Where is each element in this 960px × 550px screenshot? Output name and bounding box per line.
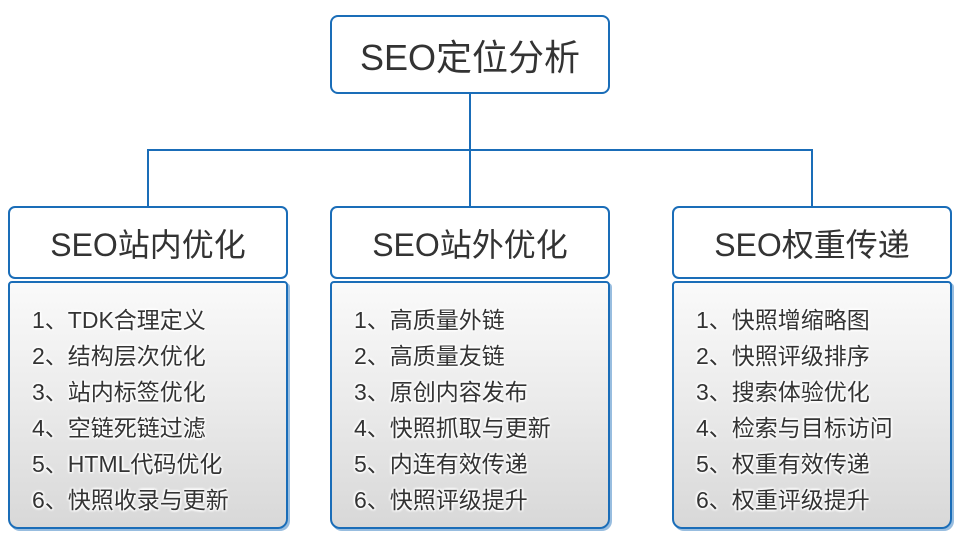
list-item: 2、高质量友链 — [354, 343, 505, 369]
column-2-list-panel: 1、高质量外链 2、高质量友链 3、原创内容发布 4、快照抓取与更新 5、内连有… — [330, 281, 610, 529]
column-3-header: SEO权重传递 — [672, 206, 952, 279]
column-1-item-list: 1、TDK合理定义 2、结构层次优化 3、站内标签优化 4、空链死链过滤 5、H… — [10, 283, 286, 518]
list-item: 3、原创内容发布 — [354, 379, 528, 405]
connector-to-column-1 — [147, 150, 149, 206]
list-item: 2、结构层次优化 — [32, 343, 206, 369]
list-item: 3、搜索体验优化 — [696, 379, 870, 405]
column-1-header-label: SEO站内优化 — [50, 226, 246, 263]
list-item: 5、权重有效传递 — [696, 451, 870, 477]
list-item: 3、站内标签优化 — [32, 379, 206, 405]
connector-horizontal-bus — [147, 149, 813, 151]
connector-to-column-3 — [811, 150, 813, 206]
root-node: SEO定位分析 — [330, 15, 610, 94]
column-3-list-panel: 1、快照增缩略图 2、快照评级排序 3、搜索体验优化 4、检索与目标访问 5、权… — [672, 281, 952, 529]
list-item: 1、TDK合理定义 — [32, 307, 206, 333]
column-2-header: SEO站外优化 — [330, 206, 610, 279]
column-1-list-panel: 1、TDK合理定义 2、结构层次优化 3、站内标签优化 4、空链死链过滤 5、H… — [8, 281, 288, 529]
column-3-header-label: SEO权重传递 — [714, 226, 910, 263]
list-item: 5、内连有效传递 — [354, 451, 528, 477]
list-item: 1、高质量外链 — [354, 307, 505, 333]
list-item: 2、快照评级排序 — [696, 343, 870, 369]
list-item: 6、快照收录与更新 — [32, 487, 229, 513]
list-item: 4、检索与目标访问 — [696, 415, 893, 441]
column-2-header-label: SEO站外优化 — [372, 226, 568, 263]
column-1-header: SEO站内优化 — [8, 206, 288, 279]
list-item: 6、快照评级提升 — [354, 487, 528, 513]
list-item: 5、HTML代码优化 — [32, 451, 223, 477]
list-item: 1、快照增缩略图 — [696, 307, 870, 333]
column-2-item-list: 1、高质量外链 2、高质量友链 3、原创内容发布 4、快照抓取与更新 5、内连有… — [332, 283, 608, 518]
column-3-item-list: 1、快照增缩略图 2、快照评级排序 3、搜索体验优化 4、检索与目标访问 5、权… — [674, 283, 950, 518]
list-item: 4、空链死链过滤 — [32, 415, 206, 441]
list-item: 6、权重评级提升 — [696, 487, 870, 513]
list-item: 4、快照抓取与更新 — [354, 415, 551, 441]
root-node-label: SEO定位分析 — [359, 36, 581, 78]
